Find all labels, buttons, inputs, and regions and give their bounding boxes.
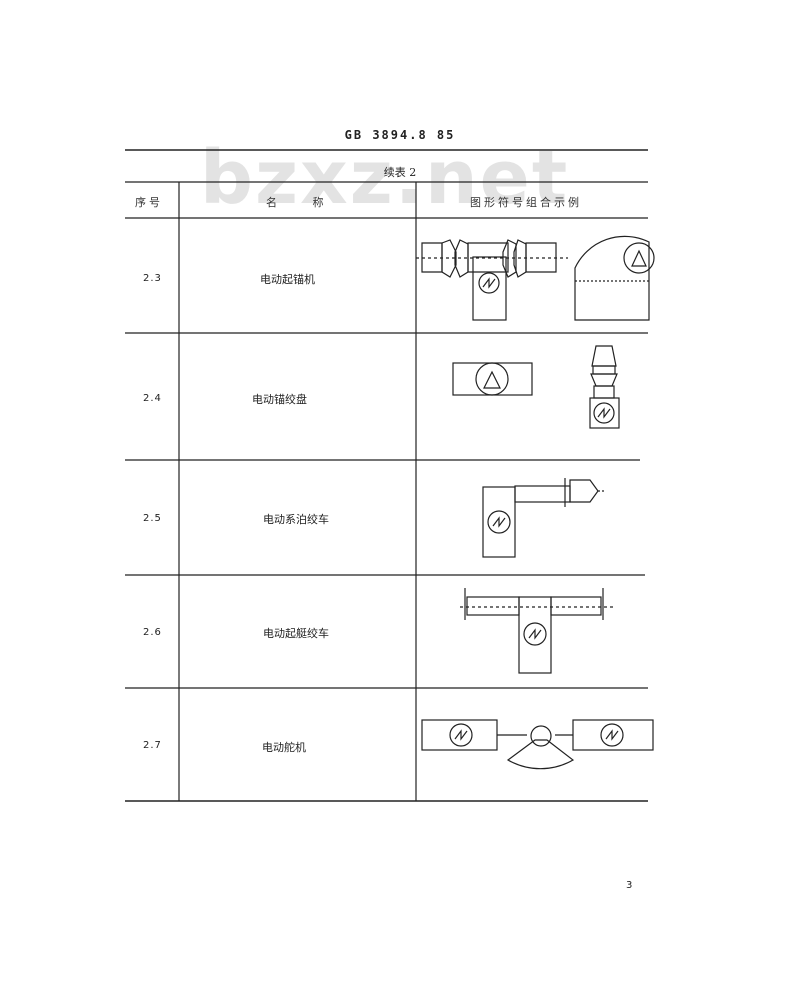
- row-2-6-name: 电动起艇绞车: [263, 627, 329, 640]
- column-header-serial: 序号: [135, 196, 163, 209]
- row-2-5-id: 2.5: [143, 513, 162, 524]
- table-caption: 续表 2: [383, 166, 417, 179]
- row-2-3-id: 2.3: [143, 273, 162, 284]
- steering-gear-symbol: [421, 719, 654, 770]
- row-2-7-name: 电动舵机: [262, 741, 306, 754]
- page-number: 3: [626, 880, 633, 891]
- row-2-4-name: 电动锚绞盘: [252, 393, 307, 406]
- row-2-7-id: 2.7: [143, 740, 162, 751]
- mooring-winch-symbol: [482, 478, 606, 558]
- boat-winch-symbol: [460, 588, 615, 674]
- row-2-5-name: 电动系泊绞车: [263, 513, 329, 526]
- column-header-example: 图形符号组合示例: [470, 196, 582, 209]
- column-header-name: 名 称: [266, 196, 327, 209]
- row-2-4-id: 2.4: [143, 393, 162, 404]
- capstan-symbol: [452, 345, 620, 429]
- row-2-6-id: 2.6: [143, 627, 162, 638]
- table-rules: [125, 149, 648, 802]
- windlass-symbol: [416, 235, 655, 321]
- row-2-3-name: 电动起锚机: [260, 273, 315, 286]
- standard-header: GB 3894.8 85: [344, 128, 456, 142]
